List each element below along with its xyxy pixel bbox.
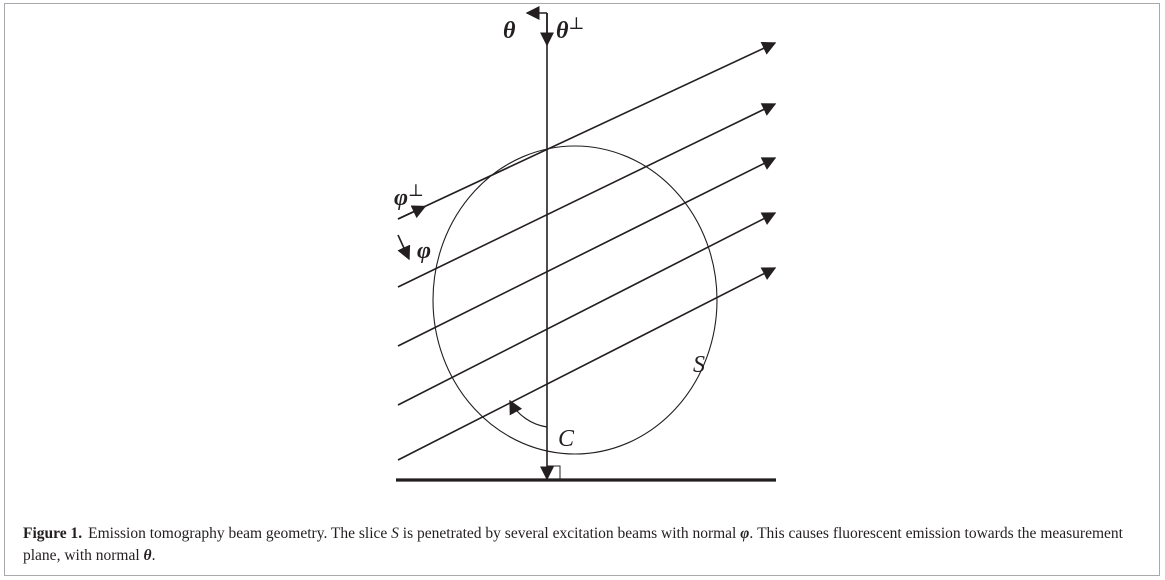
caption-phi-symbol: φ [740,525,750,542]
caption-text: Emission tomography beam geometry. The s… [88,525,392,542]
theta-label: θ [503,18,516,44]
beam-line [397,41,777,220]
figure-label: Figure 1. [23,525,83,542]
figure-frame [4,3,1160,576]
caption-theta-symbol: θ [143,547,152,564]
excitation-beams [397,41,777,461]
beam-geometry-diagram: θ θ⊥ φ⊥ φ S C [394,6,777,482]
slice-ellipse [432,145,718,455]
figure-caption: Figure 1. Emission tomography beam geomet… [23,523,1143,567]
phi-label: φ [417,238,431,264]
caption-text: . [151,547,156,564]
phi-perp-label: φ⊥ [394,181,424,211]
caption-slice-symbol: S [391,525,399,542]
phi-perp-arrow [397,205,427,220]
center-label: C [558,426,575,452]
beam-line [397,267,777,461]
slice-label: S [693,352,705,378]
beam-line [397,103,777,288]
beam-line [397,157,777,347]
phi-arrow [397,234,411,261]
alpha-angle-arc [509,399,548,428]
theta-perp-label: θ⊥ [556,14,584,44]
caption-text: . This causes fluorescent emission towar… [23,525,1123,564]
beam-line [397,212,777,406]
caption-text: is penetrated by several excitation beam… [398,525,741,542]
right-angle-marker [547,465,561,480]
